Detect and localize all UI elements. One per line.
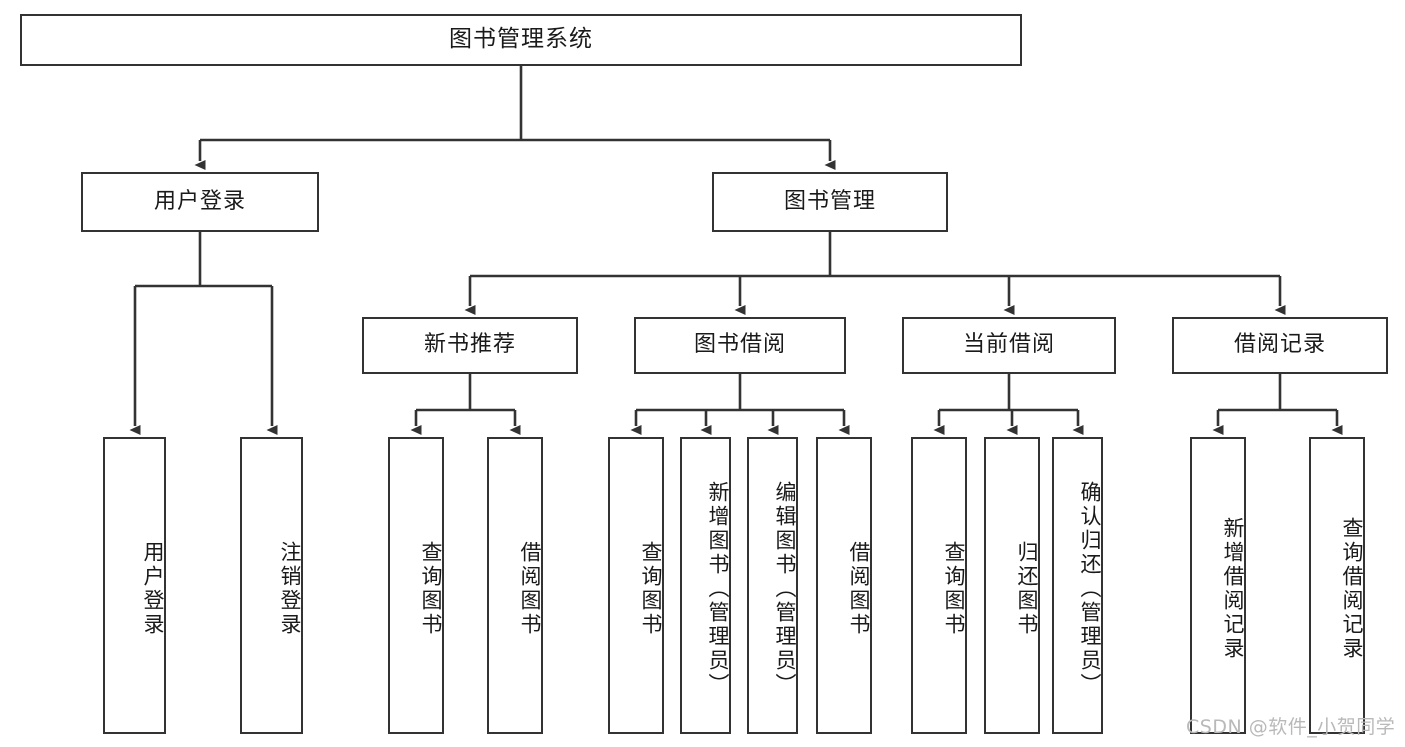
node-label: 图书借阅 xyxy=(693,332,786,358)
node-label: 图书管理 xyxy=(783,188,876,214)
node-label: 查询图书 xyxy=(419,540,443,637)
node-leaf-user-logout[interactable]: 注销登录 xyxy=(240,437,303,734)
node-label: 查询图书 xyxy=(639,540,663,637)
node-label: 归还图书 xyxy=(1015,540,1039,637)
node-label: 用户登录 xyxy=(153,188,246,214)
node-leaf-query-borrow-record[interactable]: 查询借阅记录 xyxy=(1309,437,1365,734)
node-label: 确认归还（管理员） xyxy=(1078,480,1102,697)
node-leaf-edit-book-admin[interactable]: 编辑图书（管理员） xyxy=(747,437,798,734)
node-leaf-query-book-1[interactable]: 查询图书 xyxy=(388,437,444,734)
node-label: 借阅图书 xyxy=(847,540,871,637)
node-leaf-add-book-admin[interactable]: 新增图书（管理员） xyxy=(680,437,731,734)
node-label: 借阅记录 xyxy=(1233,332,1326,358)
node-current-borrow[interactable]: 当前借阅 xyxy=(902,317,1116,374)
node-label: 新增图书（管理员） xyxy=(706,480,730,697)
node-user-login[interactable]: 用户登录 xyxy=(81,172,319,232)
node-leaf-return-book[interactable]: 归还图书 xyxy=(984,437,1040,734)
node-leaf-user-login[interactable]: 用户登录 xyxy=(103,437,166,734)
node-label: 查询借阅记录 xyxy=(1340,516,1364,661)
node-book-borrow[interactable]: 图书借阅 xyxy=(634,317,846,374)
node-label: 用户登录 xyxy=(141,540,165,637)
node-leaf-query-book-3[interactable]: 查询图书 xyxy=(911,437,967,734)
node-label: 新增借阅记录 xyxy=(1221,516,1245,661)
node-leaf-add-borrow-record[interactable]: 新增借阅记录 xyxy=(1190,437,1246,734)
node-book-manage[interactable]: 图书管理 xyxy=(712,172,948,232)
node-label: 借阅图书 xyxy=(518,540,542,637)
node-label: 图书管理系统 xyxy=(449,26,593,53)
node-label: 注销登录 xyxy=(278,540,302,637)
node-new-book-recommend[interactable]: 新书推荐 xyxy=(362,317,578,374)
node-borrow-record[interactable]: 借阅记录 xyxy=(1172,317,1388,374)
node-label: 新书推荐 xyxy=(423,332,516,358)
node-leaf-borrow-book-2[interactable]: 借阅图书 xyxy=(816,437,872,734)
node-root[interactable]: 图书管理系统 xyxy=(20,14,1022,66)
csdn-watermark: CSDN @软件_小贺同学 xyxy=(1186,716,1396,738)
node-leaf-borrow-book-1[interactable]: 借阅图书 xyxy=(487,437,543,734)
node-label: 编辑图书（管理员） xyxy=(773,480,797,697)
node-leaf-confirm-return-admin[interactable]: 确认归还（管理员） xyxy=(1052,437,1103,734)
node-leaf-query-book-2[interactable]: 查询图书 xyxy=(608,437,664,734)
node-label: 查询图书 xyxy=(942,540,966,637)
node-label: 当前借阅 xyxy=(962,332,1055,358)
